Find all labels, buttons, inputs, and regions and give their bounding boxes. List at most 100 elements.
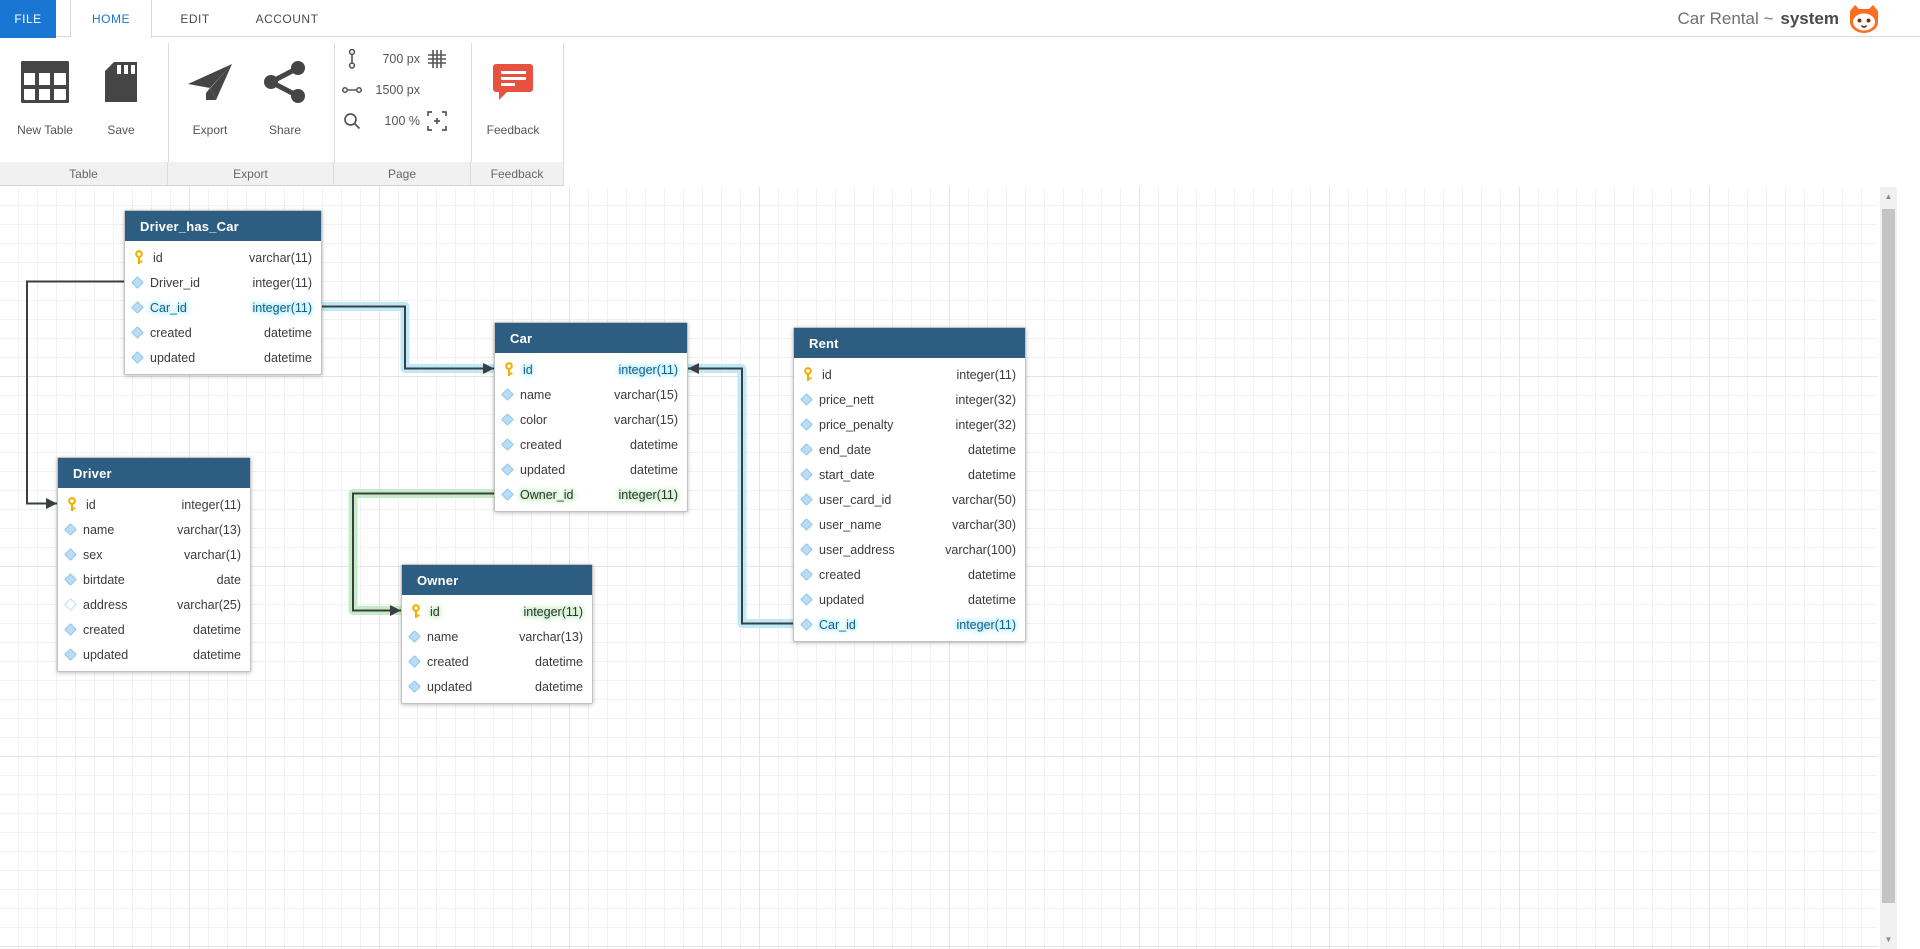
field-name: created bbox=[150, 325, 192, 340]
field-type: integer(11) bbox=[181, 497, 241, 512]
relation-line-Driver_has_Car-Car[interactable] bbox=[322, 305, 494, 370]
field-type: varchar(13) bbox=[519, 629, 583, 644]
field-name: id bbox=[86, 497, 96, 512]
page-width-value[interactable]: 1500 px bbox=[375, 82, 420, 97]
field-diamond-icon bbox=[64, 573, 77, 586]
field-diamond-icon bbox=[800, 443, 813, 456]
relation-line-Rent-Car[interactable] bbox=[688, 367, 793, 625]
vertical-scrollbar-thumb[interactable] bbox=[1882, 209, 1895, 903]
field-diamond-icon bbox=[800, 518, 813, 531]
center-view-button[interactable] bbox=[424, 110, 450, 132]
field-diamond-icon bbox=[501, 488, 514, 501]
relation-line-Driver_has_Car-Driver[interactable] bbox=[26, 280, 124, 505]
field-name: address bbox=[83, 597, 128, 612]
field-type: date bbox=[216, 572, 241, 587]
new-table-button[interactable]: New Table bbox=[5, 45, 85, 153]
field-type: datetime bbox=[193, 622, 241, 637]
save-button[interactable]: Save bbox=[86, 45, 156, 153]
field-name: created bbox=[427, 654, 469, 669]
cat-logo-icon[interactable] bbox=[1846, 4, 1882, 33]
table-header[interactable]: Car bbox=[495, 323, 687, 353]
field-diamond-icon bbox=[501, 438, 514, 451]
export-button[interactable]: Export bbox=[175, 45, 245, 153]
table-header[interactable]: Driver_has_Car bbox=[125, 211, 321, 241]
field-diamond-icon bbox=[501, 388, 514, 401]
relation-line-Car-Owner[interactable] bbox=[352, 492, 494, 612]
field-name: birtdate bbox=[83, 572, 125, 587]
share-button[interactable]: Share bbox=[250, 45, 320, 153]
tab-file[interactable]: FILE bbox=[0, 0, 56, 38]
tab-home[interactable]: HOME bbox=[70, 0, 152, 38]
grid-toggle-button[interactable] bbox=[424, 49, 450, 69]
vertical-scrollbar[interactable]: ▲ ▼ bbox=[1880, 187, 1897, 949]
scroll-up-arrow[interactable]: ▲ bbox=[1884, 192, 1893, 201]
field-row-id[interactable]: id integer(11) bbox=[58, 492, 250, 517]
field-row-created[interactable]: created datetime bbox=[125, 320, 321, 345]
field-type: integer(11) bbox=[523, 604, 583, 619]
field-name: id bbox=[523, 362, 533, 377]
primary-key-icon bbox=[802, 367, 814, 382]
tab-edit[interactable]: EDIT bbox=[180, 11, 210, 26]
table-header[interactable]: Rent bbox=[794, 328, 1025, 358]
field-name: updated bbox=[520, 462, 566, 477]
tab-account[interactable]: ACCOUNT bbox=[255, 11, 319, 26]
zoom-value[interactable]: 100 % bbox=[384, 113, 420, 128]
feedback-button[interactable]: Feedback bbox=[477, 45, 549, 153]
field-type: varchar(30) bbox=[952, 517, 1016, 532]
field-diamond-icon bbox=[408, 680, 421, 693]
field-diamond-icon bbox=[408, 655, 421, 668]
menu-bar: FILE HOME EDIT ACCOUNT Car Rental ~ syst… bbox=[0, 0, 1920, 38]
relation-arrowhead bbox=[688, 363, 699, 374]
table-header[interactable]: Driver bbox=[58, 458, 250, 488]
field-row-birtdate[interactable]: birtdate date bbox=[58, 567, 250, 592]
primary-key-icon bbox=[410, 604, 422, 619]
page-height-value[interactable]: 700 px bbox=[382, 51, 420, 66]
field-name: user_address bbox=[819, 542, 895, 557]
table-header[interactable]: Owner bbox=[402, 565, 592, 595]
field-type: integer(11) bbox=[956, 617, 1016, 632]
scroll-down-arrow[interactable]: ▼ bbox=[1884, 935, 1893, 944]
export-label: Export bbox=[192, 123, 228, 137]
save-icon bbox=[104, 51, 138, 113]
field-diamond-icon bbox=[501, 463, 514, 476]
field-name: Driver_id bbox=[150, 275, 201, 290]
field-type: datetime bbox=[264, 325, 312, 340]
